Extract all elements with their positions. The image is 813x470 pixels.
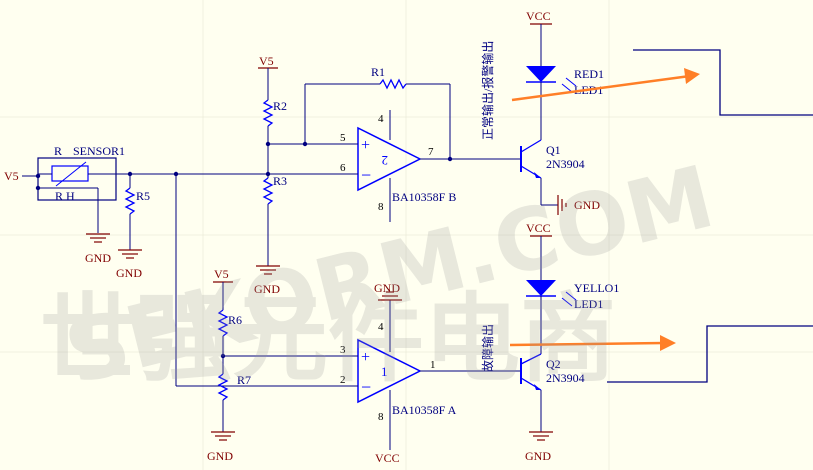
svg-text:GND: GND: [207, 449, 233, 463]
v5-label-b: V5: [259, 54, 274, 68]
opamp-a-part: BA10358F A: [392, 403, 457, 417]
output-stage-1: VCC RED1 LED1 Q1 2N3904 GND 正常输出/报警输出: [470, 9, 604, 215]
sensor-ref: SENSOR1: [73, 144, 125, 158]
svg-text:VCC: VCC: [526, 9, 551, 23]
led-yellow-ref: LED1: [574, 297, 603, 311]
svg-text:−: −: [361, 377, 371, 397]
gnd-symbol-sensor: GND: [85, 233, 111, 265]
svg-text:2N3904: 2N3904: [546, 371, 585, 385]
svg-text:6: 6: [340, 162, 346, 174]
svg-text:+: +: [361, 349, 370, 366]
svg-text:8: 8: [378, 411, 384, 423]
opamp-a: + − 3 2 1 1 4 8 BA10358F A GND VCC: [340, 281, 520, 465]
opamp-b-plus-sign: +: [361, 137, 370, 154]
arrow-right-icon: [684, 68, 700, 84]
arrow-right-icon: [660, 335, 676, 351]
svg-text:GND: GND: [374, 281, 400, 295]
svg-text:3: 3: [340, 344, 346, 356]
divider-b: V5 R2 R3 GND: [254, 54, 350, 296]
svg-text:2: 2: [340, 374, 346, 386]
opamp-b-minus-sign: −: [361, 165, 371, 185]
output-waveforms: [607, 49, 813, 383]
led-red-label: RED1: [574, 67, 604, 81]
opamp-b: + − 5 6 7 2 4 8 BA10358F B: [340, 110, 470, 222]
svg-text:R7: R7: [237, 373, 251, 387]
arrows: [509, 68, 700, 351]
svg-text:5: 5: [340, 132, 346, 144]
svg-text:GND: GND: [574, 198, 600, 212]
svg-text:R5: R5: [136, 189, 150, 203]
sensor-block: V5 R SENSOR1 R H: [4, 144, 125, 233]
annotation-fault: 故障输出: [480, 324, 495, 372]
divider-a: V5 R6 R7 GND: [207, 267, 350, 463]
svg-text:2N3904: 2N3904: [546, 157, 585, 171]
annotation-normal-alarm: 正常输出/报警输出: [480, 41, 495, 140]
svg-text:4: 4: [378, 321, 384, 333]
svg-text:R6: R6: [228, 313, 242, 327]
led-yellow-label: YELLO1: [574, 281, 619, 295]
svg-text:1: 1: [430, 359, 436, 371]
svg-text:1: 1: [381, 364, 388, 379]
svg-text:8: 8: [378, 201, 384, 213]
led-red-body: [526, 66, 556, 82]
resistor-r5: R5 GND: [116, 174, 150, 280]
sensor-label-rh: R H: [55, 189, 75, 203]
watermark: SEKORM.COM 世强元件电商: [40, 147, 723, 404]
resistor-r1: R1: [302, 65, 451, 158]
svg-text:Q1: Q1: [546, 143, 561, 157]
svg-text:GND: GND: [254, 282, 280, 296]
svg-text:R2: R2: [273, 99, 287, 113]
led-yellow-body: [526, 280, 556, 296]
thermistor-r: [51, 165, 89, 182]
svg-text:GND: GND: [116, 266, 142, 280]
svg-text:Q2: Q2: [546, 357, 561, 371]
svg-text:VCC: VCC: [375, 451, 400, 465]
output-stage-2: VCC YELLO1 LED1 Q2 2N3904 GND 故障输出: [480, 221, 619, 463]
svg-text:4: 4: [378, 113, 384, 125]
v5-label-a: V5: [214, 267, 229, 281]
sensor-supply-label: V5: [4, 169, 19, 183]
svg-text:世强元件电商: 世强元件电商: [40, 283, 616, 395]
svg-text:R1: R1: [371, 65, 385, 79]
svg-text:7: 7: [428, 146, 434, 158]
opamp-b-part: BA10358F B: [392, 190, 456, 204]
svg-text:2: 2: [382, 153, 389, 168]
svg-text:VCC: VCC: [526, 221, 551, 235]
sensor-label-r: R: [54, 144, 62, 158]
svg-text:R3: R3: [273, 174, 287, 188]
svg-text:GND: GND: [525, 449, 551, 463]
gnd-label: GND: [85, 251, 111, 265]
